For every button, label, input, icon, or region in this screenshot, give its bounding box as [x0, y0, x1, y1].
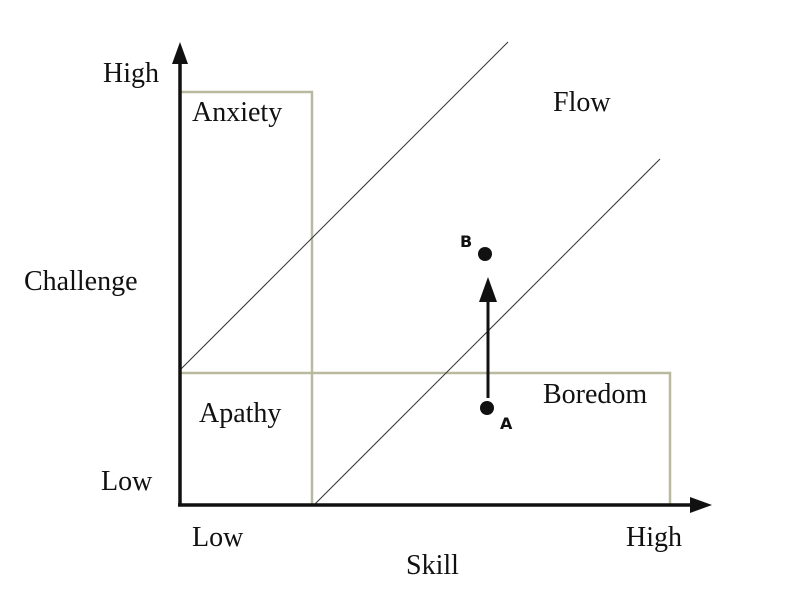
point-a [480, 401, 494, 415]
point-b [478, 247, 492, 261]
a-to-b-arrowhead [479, 277, 497, 302]
anxiety-region-border [180, 90, 314, 505]
y-axis-high-label: High [103, 58, 159, 89]
x-axis-low-label: Low [192, 522, 244, 553]
y-axis-low-label: Low [101, 466, 153, 497]
boredom-label: Boredom [543, 379, 647, 410]
point-a-label: A [500, 414, 513, 433]
point-b-label: B [460, 232, 472, 251]
flow-label: Flow [553, 87, 611, 118]
apathy-label: Apathy [199, 398, 281, 429]
flow-channel-upper-line [179, 41, 509, 371]
y-axis-title: Challenge [24, 266, 138, 297]
anxiety-label: Anxiety [192, 97, 282, 128]
x-axis-arrowhead [690, 497, 712, 513]
boredom-region-border [180, 371, 672, 505]
x-axis-high-label: High [626, 522, 682, 553]
x-axis-title: Skill [406, 550, 459, 581]
y-axis-arrowhead [172, 42, 188, 64]
